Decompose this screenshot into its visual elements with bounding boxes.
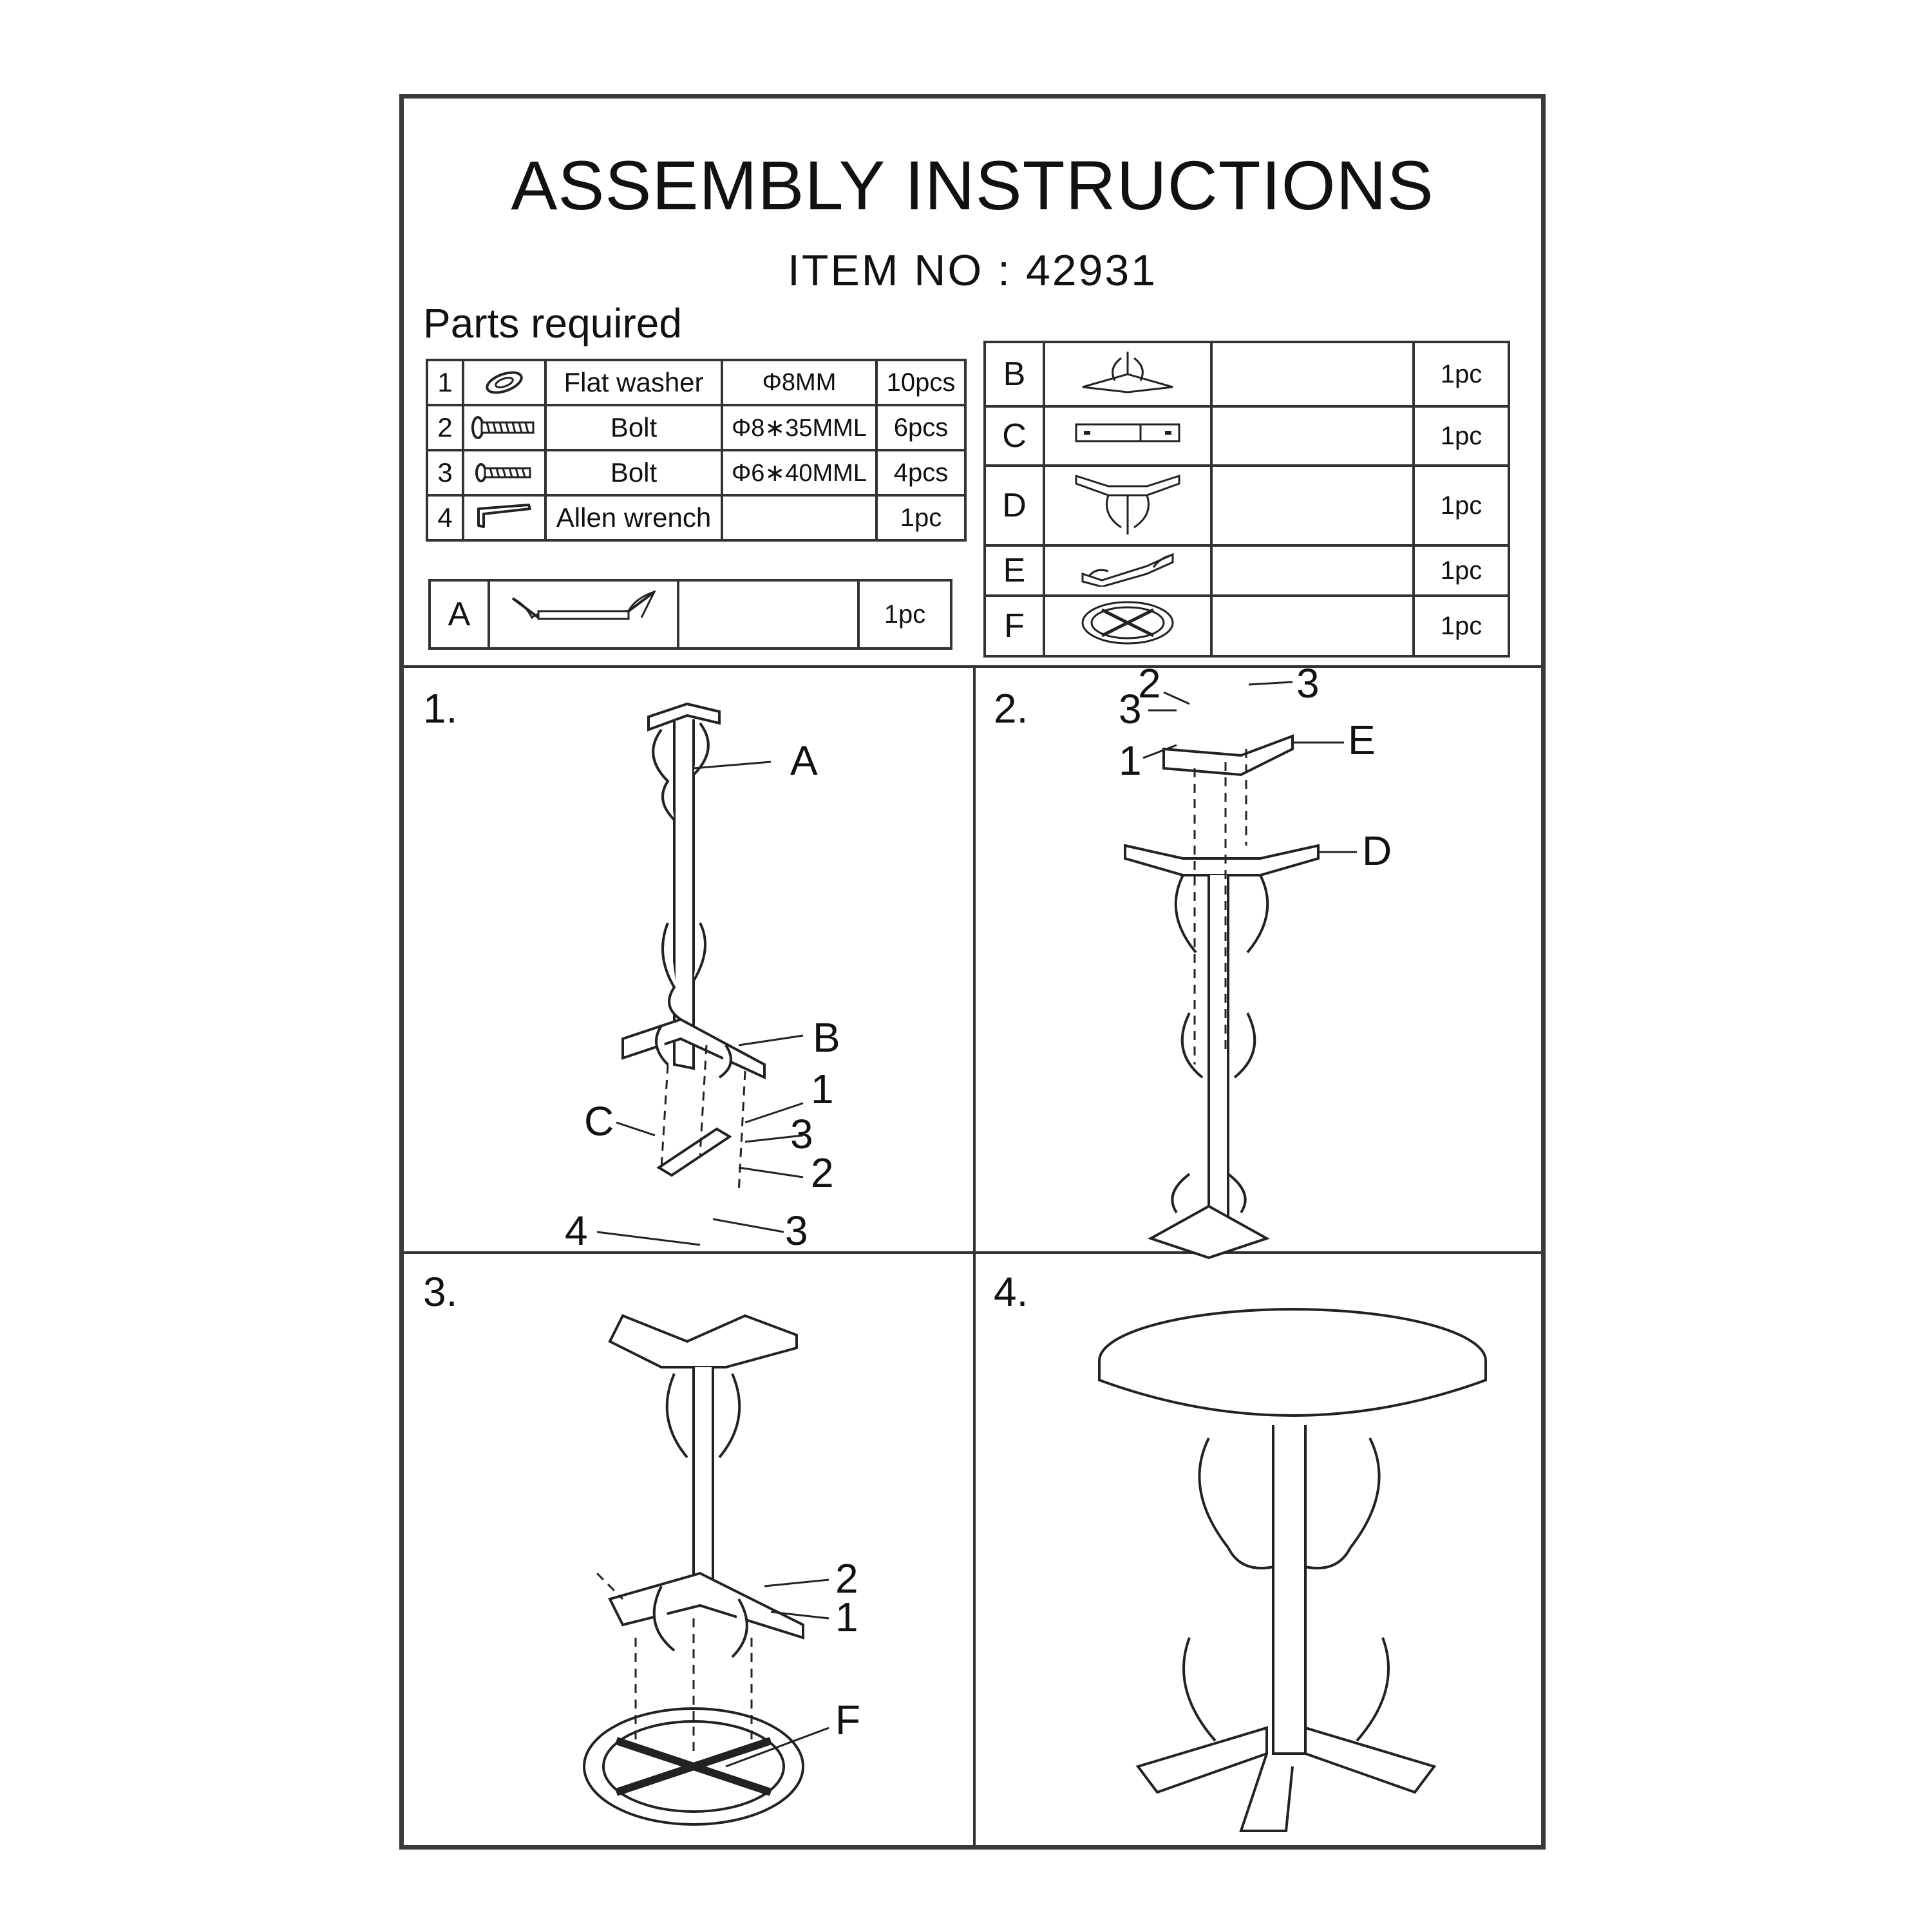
part-quantity: 10pcs xyxy=(875,359,967,406)
part-number: 2 xyxy=(426,404,464,451)
round-base-icon xyxy=(1043,594,1213,658)
callout-label: 3 xyxy=(1119,686,1142,732)
part-quantity: 1pc xyxy=(875,494,967,542)
part-name: Flat washer xyxy=(544,359,723,406)
part-row: B 1pc xyxy=(983,341,1510,408)
callout-label: B xyxy=(813,1014,840,1061)
part-quantity: 1pc xyxy=(1412,341,1510,408)
parts-b-f-table: B 1pc C 1pc D 1pc E xyxy=(983,341,1510,658)
part-quantity: 1pc xyxy=(857,579,952,650)
part-spec-empty xyxy=(1210,594,1415,658)
hardware-row: 4 Allen wrench 1pc xyxy=(426,494,967,542)
part-spec-empty xyxy=(1210,405,1415,467)
callout-label: C xyxy=(584,1098,614,1144)
part-letter: A xyxy=(428,579,490,650)
callout-label: A xyxy=(790,737,818,784)
top-crossbar-icon xyxy=(1043,544,1213,597)
part-number: 1 xyxy=(426,359,464,406)
callout-label: 3 xyxy=(790,1111,813,1157)
part-name: Bolt xyxy=(544,404,723,451)
part-row: C 1pc xyxy=(983,405,1510,467)
part-row: A 1pc xyxy=(428,579,952,650)
part-spec-empty xyxy=(677,579,860,650)
part-quantity: 6pcs xyxy=(875,404,967,451)
top-support-icon xyxy=(1043,464,1213,547)
part-quantity: 1pc xyxy=(1412,405,1510,467)
part-spec: Φ8∗35MML xyxy=(721,404,878,451)
callout-label: 4 xyxy=(565,1208,588,1254)
part-spec-empty xyxy=(1210,341,1415,408)
part-spec xyxy=(721,494,878,542)
callout-label: 1 xyxy=(1119,737,1142,784)
part-name: Bolt xyxy=(544,449,723,497)
part-spec-empty xyxy=(1210,464,1415,547)
step-number: 1. xyxy=(423,685,458,732)
steps-vertical-divider xyxy=(973,665,976,1845)
part-spec: Φ8MM xyxy=(721,359,878,406)
allen-wrench-icon xyxy=(462,494,547,542)
steps-middle-divider xyxy=(404,1251,1541,1254)
part-row: F 1pc xyxy=(983,594,1510,658)
hardware-row: 3 Bolt Φ6∗40MML 4pcs xyxy=(426,449,967,497)
crossbar-icon xyxy=(1043,405,1213,467)
step-2-diagram: 2 3 3 1 E D xyxy=(1119,660,1392,1260)
bolt-icon xyxy=(462,449,547,497)
center-post-icon xyxy=(488,579,679,650)
part-quantity: 1pc xyxy=(1412,594,1510,658)
part-quantity: 4pcs xyxy=(875,449,967,497)
part-number: 4 xyxy=(426,494,464,542)
part-row: E 1pc xyxy=(983,544,1510,597)
step-4-diagram xyxy=(1098,1308,1487,1832)
part-letter: B xyxy=(983,341,1045,408)
part-number: 3 xyxy=(426,449,464,497)
callout-label: 1 xyxy=(811,1066,834,1112)
callout-label: 3 xyxy=(1296,660,1320,706)
page-title: ASSEMBLY INSTRUCTIONS xyxy=(511,146,1434,224)
part-letter: D xyxy=(983,464,1045,547)
step-number: 2. xyxy=(994,685,1028,732)
callout-label: 1 xyxy=(835,1594,858,1640)
part-row: D 1pc xyxy=(983,464,1510,547)
hardware-row: 2 Bolt Φ8∗35MML 6pcs xyxy=(426,404,967,451)
callout-label: 2 xyxy=(835,1555,858,1602)
bolt-icon xyxy=(462,404,547,451)
callout-label: 2 xyxy=(811,1150,834,1196)
part-letter: F xyxy=(983,594,1045,658)
step-3-diagram: 2 1 F xyxy=(583,1314,860,1826)
step-number: 4. xyxy=(994,1269,1028,1315)
step-number: 3. xyxy=(423,1269,458,1315)
hardware-row: 1 Flat washer Φ8MM 10pcs xyxy=(426,359,967,406)
hardware-table: 1 Flat washer Φ8MM 10pcs 2 Bolt Φ8∗35MML… xyxy=(426,359,967,542)
item-number: ITEM NO : 42931 xyxy=(787,246,1158,295)
parts-required-label: Parts required xyxy=(423,300,682,346)
steps-top-divider xyxy=(404,665,1541,668)
callout-label: E xyxy=(1348,717,1376,763)
instruction-sheet: ASSEMBLY INSTRUCTIONS ITEM NO : 42931 Pa… xyxy=(399,94,1546,1850)
step-1-diagram: A B 1 C 3 2 4 3 xyxy=(565,702,840,1254)
callout-label: 2 xyxy=(1138,660,1161,706)
part-spec: Φ6∗40MML xyxy=(721,449,878,497)
callout-label: D xyxy=(1362,828,1392,874)
part-letter: E xyxy=(983,544,1045,597)
part-quantity: 1pc xyxy=(1412,544,1510,597)
callout-label: 3 xyxy=(785,1208,808,1254)
part-letter: C xyxy=(983,405,1045,467)
part-spec-empty xyxy=(1210,544,1415,597)
bracket-icon xyxy=(1043,341,1213,408)
part-quantity: 1pc xyxy=(1412,464,1510,547)
callout-label: F xyxy=(835,1697,860,1743)
part-a-table: A 1pc xyxy=(428,579,952,650)
washer-icon xyxy=(462,359,547,406)
part-name: Allen wrench xyxy=(544,494,723,542)
